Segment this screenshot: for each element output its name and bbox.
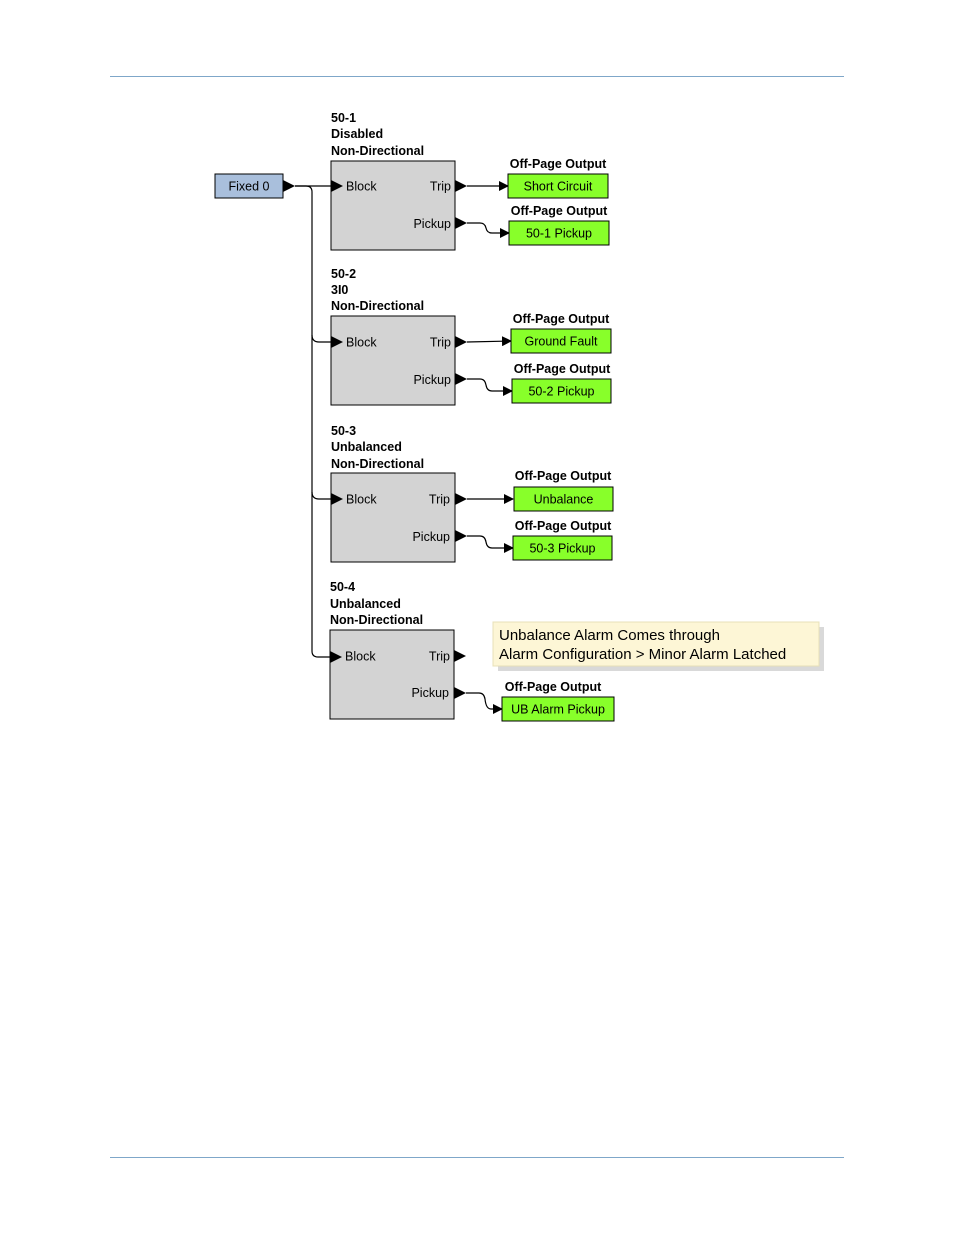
element-50-1[interactable]: 50-1 Disabled Non-Directional Block Trip…	[330, 111, 467, 251]
off-page-output-header: Off-Page Output	[515, 469, 612, 483]
output-50-2-pickup[interactable]: Off-Page Output 50-2 Pickup	[511, 362, 612, 404]
element-50-3[interactable]: 50-3 Unbalanced Non-Directional Block Tr…	[330, 424, 467, 563]
element-50-4-direction: Non-Directional	[330, 613, 423, 627]
element-50-4-box[interactable]	[329, 629, 455, 720]
off-page-output-header: Off-Page Output	[511, 204, 608, 218]
block-input-port-icon	[331, 493, 343, 505]
element-50-3-direction: Non-Directional	[331, 457, 424, 471]
output-label: 50-2 Pickup	[528, 385, 594, 399]
output-ub-alarm-pickup[interactable]: Off-Page Output UB Alarm Pickup	[501, 680, 615, 722]
off-page-output-header: Off-Page Output	[513, 312, 610, 326]
output-short-circuit[interactable]: Off-Page Output Short Circuit	[507, 157, 609, 199]
off-page-output-header: Off-Page Output	[510, 157, 607, 171]
pickup-output-port-icon	[455, 217, 467, 229]
block-port-label: Block	[346, 493, 377, 507]
pickup-port-label: Pickup	[413, 373, 451, 387]
element-50-1-direction: Non-Directional	[331, 144, 424, 158]
trip-output-port-icon	[455, 336, 467, 348]
element-50-4-id: 50-4	[330, 580, 355, 594]
output-label: Short Circuit	[524, 180, 593, 194]
block-port-label: Block	[345, 650, 376, 664]
trip-port-label: Trip	[429, 650, 450, 664]
fixed-0-source[interactable]: Fixed 0	[214, 173, 295, 199]
element-50-3-id: 50-3	[331, 424, 356, 438]
wire-50-2-trip	[466, 336, 512, 347]
output-label: UB Alarm Pickup	[511, 703, 605, 717]
trip-port-label: Trip	[429, 493, 450, 507]
element-50-2-id: 50-2	[331, 267, 356, 281]
wire-50-3-pickup	[467, 535, 514, 553]
fixed-0-label: Fixed 0	[229, 180, 270, 194]
block-input-port-icon	[330, 651, 342, 663]
wire-50-1-pickup	[467, 222, 510, 238]
element-50-4[interactable]: 50-4 Unbalanced Non-Directional Block Tr…	[329, 580, 466, 720]
element-50-3-mode: Unbalanced	[331, 440, 402, 454]
trip-port-label: Trip	[430, 336, 451, 350]
bottom-rule	[110, 1157, 844, 1158]
element-50-2[interactable]: 50-2 3I0 Non-Directional Block Trip Pick…	[330, 267, 467, 406]
element-50-1-mode: Disabled	[331, 127, 383, 141]
wire-50-2-pickup	[467, 378, 513, 396]
off-page-output-header: Off-Page Output	[514, 362, 611, 376]
output-label: Ground Fault	[525, 335, 598, 349]
note-line-1: Unbalance Alarm Comes through	[499, 627, 720, 644]
trip-port-label: Trip	[430, 180, 451, 194]
element-50-1-box[interactable]	[330, 160, 456, 251]
pickup-port-label: Pickup	[411, 686, 449, 700]
block-port-label: Block	[346, 336, 377, 350]
element-50-2-mode: 3I0	[331, 283, 348, 297]
pickup-port-label: Pickup	[413, 217, 451, 231]
block-port-label: Block	[346, 180, 377, 194]
output-label: Unbalance	[534, 493, 594, 507]
block-input-port-icon	[331, 180, 343, 192]
output-label: 50-3 Pickup	[529, 542, 595, 556]
pickup-output-port-icon	[455, 373, 467, 385]
output-label: 50-1 Pickup	[526, 227, 592, 241]
pickup-port-label: Pickup	[412, 530, 450, 544]
top-rule	[110, 76, 844, 77]
element-50-1-id: 50-1	[331, 111, 356, 125]
off-page-output-header: Off-Page Output	[515, 519, 612, 533]
block-input-port-icon	[331, 336, 343, 348]
trip-output-port-icon	[455, 493, 467, 505]
pickup-output-port-icon	[454, 687, 466, 699]
output-50-1-pickup[interactable]: Off-Page Output 50-1 Pickup	[508, 204, 610, 246]
output-50-3-pickup[interactable]: Off-Page Output 50-3 Pickup	[512, 519, 613, 561]
block-bus-wires	[295, 185, 331, 658]
element-50-2-direction: Non-Directional	[331, 299, 424, 313]
fixed-0-output-port-icon	[283, 180, 295, 192]
element-50-4-mode: Unbalanced	[330, 597, 401, 611]
output-unbalance[interactable]: Off-Page Output Unbalance	[513, 469, 614, 512]
output-ground-fault[interactable]: Off-Page Output Ground Fault	[510, 312, 612, 354]
trip-output-port-icon	[455, 180, 467, 192]
unbalance-alarm-note: Unbalance Alarm Comes through Alarm Conf…	[492, 621, 824, 671]
pickup-output-port-icon	[455, 530, 467, 542]
off-page-output-header: Off-Page Output	[505, 680, 602, 694]
wire-50-4-pickup	[466, 692, 503, 714]
note-line-2: Alarm Configuration > Minor Alarm Latche…	[499, 646, 786, 663]
element-50-3-box[interactable]	[330, 472, 456, 563]
element-50-2-box[interactable]	[330, 315, 456, 406]
trip-output-port-icon	[454, 650, 466, 662]
